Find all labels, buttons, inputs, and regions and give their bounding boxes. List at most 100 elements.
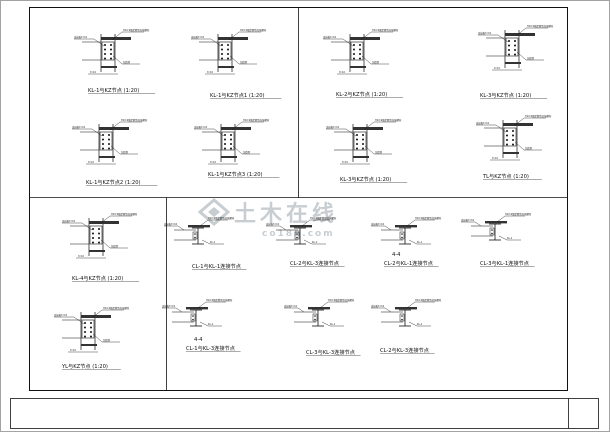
- svg-text:加劲肋: 加劲肋: [123, 60, 131, 64]
- watermark-title: 土木在线: [234, 201, 338, 227]
- svg-text:KL-1: KL-1: [417, 241, 423, 244]
- section-mark: 4-4: [194, 337, 203, 343]
- detail-caption: KL-2与KZ节点 (1:20): [336, 90, 387, 98]
- svg-text:加劲肋: 加劲肋: [527, 56, 535, 60]
- svg-text:H10.9级摩擦型高强螺栓: H10.9级摩擦型高强螺栓: [103, 306, 130, 310]
- svg-text:H10.9级摩擦型高强螺栓: H10.9级摩擦型高强螺栓: [121, 118, 148, 122]
- svg-text:H10.9级摩擦型高强螺栓: H10.9级摩擦型高强螺栓: [208, 216, 235, 220]
- svg-text:KL-1: KL-1: [210, 241, 216, 244]
- svg-text:t=10: t=10: [492, 157, 498, 160]
- svg-text:H10.9级摩擦型高强螺栓: H10.9级摩擦型高强螺栓: [527, 24, 554, 28]
- svg-text:加劲肋: 加劲肋: [111, 244, 119, 248]
- svg-text:连接板t=10: 连接板t=10: [194, 125, 208, 129]
- svg-text:连接板t=10: 连接板t=10: [162, 304, 176, 308]
- svg-text:t=10: t=10: [210, 161, 216, 164]
- svg-text:连接板t=10: 连接板t=10: [164, 222, 178, 226]
- title-block: [10, 398, 599, 429]
- detail-caption: CL-1与KL-3连接节点: [186, 344, 235, 352]
- detail-caption: KL-3与KZ节点 (1:20): [340, 175, 391, 183]
- section-mark: 4-4: [392, 252, 401, 258]
- detail-caption: TL与KZ节点 (1:20): [482, 172, 529, 180]
- svg-text:连接板t=10: 连接板t=10: [284, 304, 298, 308]
- svg-text:连接板t=10: 连接板t=10: [191, 35, 205, 39]
- svg-text:t=10: t=10: [207, 71, 213, 74]
- detail-caption: CL-3与KL-3连接节点: [306, 348, 355, 356]
- svg-text:连接板t=10: 连接板t=10: [461, 218, 475, 222]
- svg-text:KL-1: KL-1: [417, 323, 423, 326]
- svg-text:H10.9级摩擦型高强螺栓: H10.9级摩擦型高强螺栓: [310, 216, 337, 220]
- svg-text:H10.9级摩擦型高强螺栓: H10.9级摩擦型高强螺栓: [415, 298, 442, 302]
- svg-text:加劲肋: 加劲肋: [240, 60, 248, 64]
- svg-text:KL-1: KL-1: [507, 237, 513, 240]
- svg-text:t=10: t=10: [339, 71, 345, 74]
- watermark-subtitle: co188.com: [262, 229, 335, 239]
- detail-caption: CL-2与KL-3连接节点: [290, 259, 339, 267]
- detail-caption: KL-1与KZ节点1 (1:20): [210, 91, 265, 99]
- detail-caption: KL-1与KZ节点3 (1:20): [208, 170, 263, 178]
- detail-caption: KL-1与KZ节点2 (1:20): [86, 178, 141, 186]
- svg-text:加劲肋: 加劲肋: [103, 338, 111, 342]
- svg-text:t=10: t=10: [494, 67, 500, 70]
- svg-text:t=10: t=10: [78, 255, 84, 258]
- svg-text:加劲肋: 加劲肋: [525, 146, 533, 150]
- detail-caption: KL-4与KZ节点 (1:20): [72, 274, 123, 282]
- svg-text:KL-1: KL-1: [312, 241, 318, 244]
- svg-text:连接板t=10: 连接板t=10: [326, 125, 340, 129]
- svg-text:连接板t=10: 连接板t=10: [62, 219, 76, 223]
- detail-caption: CL-3与KL-1连接节点: [480, 259, 529, 267]
- svg-text:H10.9级摩擦型高强螺栓: H10.9级摩擦型高强螺栓: [111, 212, 138, 216]
- detail-caption: CL-2与KL-1连接节点: [384, 259, 433, 267]
- svg-text:t=10: t=10: [88, 161, 94, 164]
- svg-text:t=10: t=10: [342, 161, 348, 164]
- detail-caption: CL-1与KL-1连接节点: [192, 262, 241, 270]
- detail-caption: KL-1与KZ节点 (1:20): [88, 86, 139, 94]
- svg-text:KL-1: KL-1: [208, 323, 214, 326]
- svg-text:KL-1: KL-1: [330, 323, 336, 326]
- svg-text:H10.9级摩擦型高强螺栓: H10.9级摩擦型高强螺栓: [525, 114, 552, 118]
- svg-text:连接板t=10: 连接板t=10: [54, 313, 68, 317]
- svg-text:连接板t=10: 连接板t=10: [371, 304, 385, 308]
- svg-text:加劲肋: 加劲肋: [243, 150, 251, 154]
- svg-text:H10.9级摩擦型高强螺栓: H10.9级摩擦型高强螺栓: [240, 28, 267, 32]
- svg-text:连接板t=10: 连接板t=10: [72, 125, 86, 129]
- svg-text:加劲肋: 加劲肋: [375, 150, 383, 154]
- svg-text:t=10: t=10: [90, 71, 96, 74]
- detail-caption: CL-2与KL-3连接节点: [380, 346, 429, 354]
- svg-text:连接板t=10: 连接板t=10: [478, 31, 492, 35]
- svg-text:H10.9级摩擦型高强螺栓: H10.9级摩擦型高强螺栓: [243, 118, 270, 122]
- svg-text:H10.9级摩擦型高强螺栓: H10.9级摩擦型高强螺栓: [206, 298, 233, 302]
- svg-text:H10.9级摩擦型高强螺栓: H10.9级摩擦型高强螺栓: [328, 298, 355, 302]
- svg-text:加劲肋: 加劲肋: [372, 60, 380, 64]
- svg-text:H10.9级摩擦型高强螺栓: H10.9级摩擦型高强螺栓: [123, 28, 150, 32]
- detail-caption: YL与KZ节点 (1:20): [61, 362, 108, 370]
- svg-text:H10.9级摩擦型高强螺栓: H10.9级摩擦型高强螺栓: [505, 212, 532, 216]
- svg-text:H10.9级摩擦型高强螺栓: H10.9级摩擦型高强螺栓: [415, 216, 442, 220]
- svg-text:连接板t=10: 连接板t=10: [476, 121, 490, 125]
- svg-text:连接板t=10: 连接板t=10: [371, 222, 385, 226]
- svg-text:加劲肋: 加劲肋: [121, 150, 129, 154]
- svg-text:H10.9级摩擦型高强螺栓: H10.9级摩擦型高强螺栓: [372, 28, 399, 32]
- svg-text:连接板t=10: 连接板t=10: [323, 35, 337, 39]
- svg-text:t=10: t=10: [70, 349, 76, 352]
- svg-text:连接板t=10: 连接板t=10: [74, 35, 88, 39]
- svg-text:连接板t=10: 连接板t=10: [266, 222, 280, 226]
